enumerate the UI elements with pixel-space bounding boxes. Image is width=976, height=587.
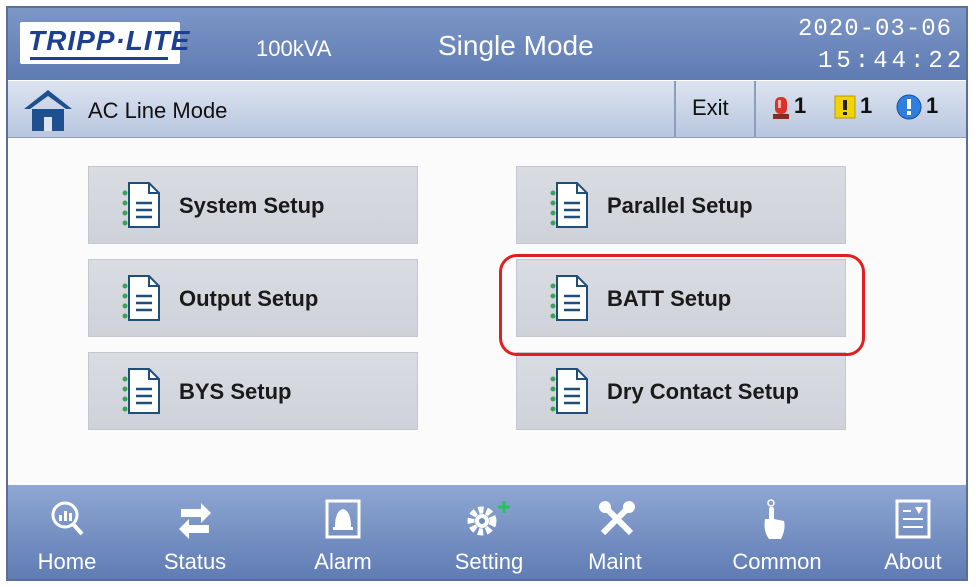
gear-icon bbox=[467, 501, 510, 536]
nav-alarm-label: Alarm bbox=[314, 549, 372, 574]
dry-contact-setup-button[interactable]: Dry Contact Setup bbox=[516, 352, 846, 430]
status-divider bbox=[754, 81, 756, 137]
system-setup-label: System Setup bbox=[179, 193, 325, 218]
batt-setup-highlight bbox=[499, 254, 865, 356]
nav-home-label: Home bbox=[37, 549, 97, 574]
bys-setup-label: BYS Setup bbox=[179, 379, 292, 404]
home-icon[interactable] bbox=[22, 87, 74, 133]
alarm-count-yellow[interactable]: 1 bbox=[834, 93, 872, 119]
dry-contact-setup-label: Dry Contact Setup bbox=[607, 379, 799, 404]
tripp-lite-logo: TRIPP·LITE bbox=[20, 22, 189, 64]
device-screen: TRIPP·LITE 100kVA Single Mode 2020-03-06… bbox=[6, 6, 968, 581]
yellow-warning-icon bbox=[834, 95, 856, 119]
nav-common[interactable]: Common bbox=[722, 485, 832, 579]
logo-underline bbox=[30, 57, 168, 60]
date-readout: 2020-03-06 bbox=[798, 16, 953, 43]
status-divider bbox=[674, 81, 676, 137]
wrench-tools-icon bbox=[599, 501, 635, 536]
document-icon bbox=[122, 182, 160, 228]
nav-setting[interactable]: Setting bbox=[434, 485, 544, 579]
about-document-icon bbox=[895, 499, 931, 539]
red-alarm-icon bbox=[773, 97, 789, 120]
nav-about-label: About bbox=[884, 549, 942, 574]
exit-button[interactable]: Exit bbox=[692, 95, 729, 120]
output-setup-button[interactable]: Output Setup bbox=[88, 259, 418, 337]
red-alarm-count: 1 bbox=[794, 93, 807, 118]
document-icon bbox=[550, 182, 588, 228]
nav-status-label: Status bbox=[163, 549, 227, 574]
magnifier-chart-icon bbox=[51, 501, 84, 536]
batt-setup-button[interactable]: BATT Setup bbox=[516, 259, 846, 337]
header-bar: TRIPP·LITE 100kVA Single Mode 2020-03-06… bbox=[8, 8, 966, 80]
bottom-nav: Home Status Alarm bbox=[8, 485, 966, 579]
capacity-label: 100kVA bbox=[256, 36, 332, 61]
parallel-setup-button[interactable]: Parallel Setup bbox=[516, 166, 846, 244]
status-bar: AC Line Mode Exit 1 1 1 bbox=[8, 80, 966, 138]
time-readout: 15:44:22 bbox=[818, 48, 966, 75]
output-setup-label: Output Setup bbox=[179, 286, 319, 311]
arrows-exchange-icon bbox=[179, 503, 211, 539]
parallel-setup-label: Parallel Setup bbox=[607, 193, 753, 218]
nav-maint-label: Maint bbox=[588, 549, 642, 574]
alarm-count-red[interactable]: 1 bbox=[772, 93, 806, 120]
nav-setting-label: Setting bbox=[454, 549, 524, 574]
document-icon bbox=[550, 275, 588, 321]
document-icon bbox=[122, 368, 160, 414]
nav-maint[interactable]: Maint bbox=[560, 485, 670, 579]
alarm-count-blue[interactable]: 1 bbox=[896, 93, 938, 120]
yellow-warning-count: 1 bbox=[860, 93, 873, 118]
nav-common-label: Common bbox=[732, 549, 822, 574]
logo-text: TRIPP·LITE bbox=[28, 25, 191, 56]
blue-info-count: 1 bbox=[926, 93, 939, 118]
bell-alarm-icon bbox=[325, 499, 361, 539]
blue-info-icon bbox=[896, 94, 922, 120]
nav-home[interactable]: Home bbox=[12, 485, 122, 579]
system-setup-button[interactable]: System Setup bbox=[88, 166, 418, 244]
pointing-hand-icon bbox=[764, 499, 785, 539]
batt-setup-label: BATT Setup bbox=[607, 286, 732, 311]
nav-alarm[interactable]: Alarm bbox=[288, 485, 398, 579]
bys-setup-button[interactable]: BYS Setup bbox=[88, 352, 418, 430]
nav-status[interactable]: Status bbox=[140, 485, 250, 579]
nav-about[interactable]: About bbox=[858, 485, 966, 579]
document-icon bbox=[550, 368, 588, 414]
line-mode-label: AC Line Mode bbox=[88, 98, 228, 123]
document-icon bbox=[122, 275, 160, 321]
mode-title: Single Mode bbox=[438, 30, 594, 61]
